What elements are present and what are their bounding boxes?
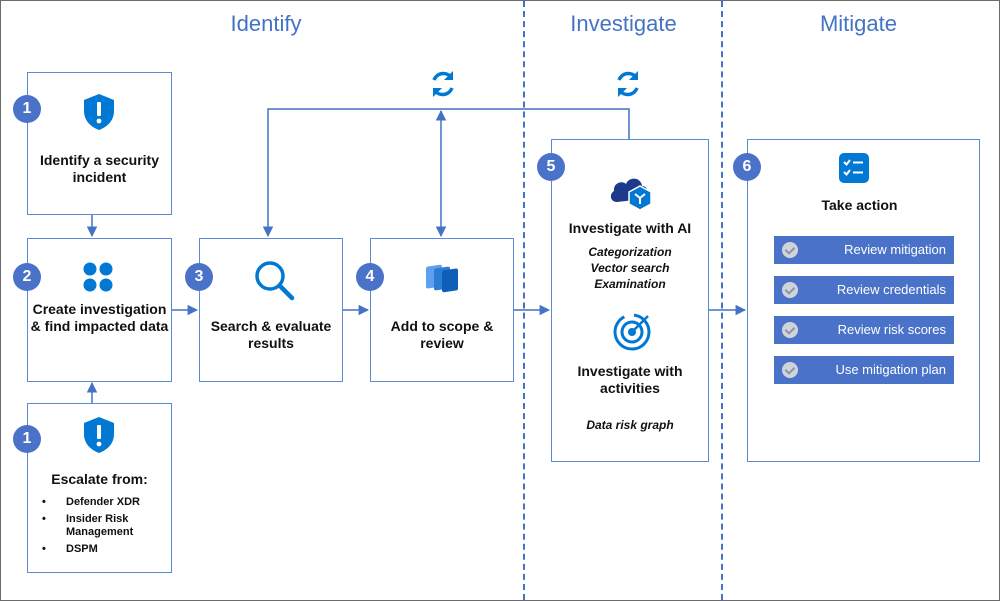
shield-alert-icon (84, 94, 114, 130)
step-scope-box: Add to scope & review (370, 238, 514, 382)
step-scope-title: Add to scope & review (390, 318, 494, 351)
escalation-source-item: Defender XDR (42, 496, 176, 509)
phase-investigate-label: Investigate (570, 11, 677, 36)
investigate-ai-item: Examination (594, 277, 666, 291)
target-icon (613, 313, 651, 351)
phase-identify-label: Identify (230, 11, 302, 36)
check-circle-icon (782, 322, 798, 338)
take-action-title: Take action (821, 197, 898, 213)
step-search-title: Search & evaluate results (210, 318, 332, 351)
step-1-escalate-badge: 1 (13, 425, 41, 453)
feedback-loop-line (262, 108, 630, 238)
step-5-badge: 5 (537, 153, 565, 181)
action-review-mitigation: Review mitigation (774, 236, 954, 264)
escalation-sources-list: Defender XDR Insider Risk Management DSP… (42, 496, 176, 560)
sync-icon (617, 71, 639, 97)
action-review-risk-scores: Review risk scores (774, 316, 954, 344)
step-search-box: Search & evaluate results (199, 238, 343, 382)
step-3-badge: 3 (185, 263, 213, 291)
phase-divider-investigate-mitigate (721, 1, 723, 600)
action-label: Use mitigation plan (835, 362, 946, 377)
sync-icon (432, 71, 454, 97)
action-review-credentials: Review credentials (774, 276, 954, 304)
action-label: Review mitigation (844, 242, 946, 257)
magnifier-icon (255, 261, 295, 301)
action-label: Review credentials (836, 282, 946, 297)
step-investigate-box: Investigate with AI Categorization Vecto… (551, 139, 709, 462)
step-4-badge: 4 (356, 263, 384, 291)
cloud-ai-icon (610, 178, 652, 210)
action-use-mitigation-plan: Use mitigation plan (774, 356, 954, 384)
checklist-icon (839, 153, 869, 183)
phase-divider-identify-investigate (523, 1, 525, 600)
step-identify-incident-box: Identify a security incident (27, 72, 172, 215)
step-take-action-box: Take action Review mitigation Review cre… (747, 139, 980, 462)
check-circle-icon (782, 362, 798, 378)
investigate-activities-item: Data risk graph (586, 418, 674, 432)
investigate-ai-title: Investigate with AI (568, 220, 692, 236)
shield-alert-icon (84, 417, 114, 453)
action-label: Review risk scores (837, 322, 946, 337)
investigate-ai-item: Vector search (590, 261, 670, 275)
app-grid-icon (83, 262, 113, 292)
step-1-badge: 1 (13, 95, 41, 123)
step-6-badge: 6 (733, 153, 761, 181)
step-identify-incident-title: Identify a security incident (39, 152, 160, 185)
check-circle-icon (782, 282, 798, 298)
step-escalate-title: Escalate from: (51, 471, 148, 487)
step-2-badge: 2 (13, 263, 41, 291)
check-circle-icon (782, 242, 798, 258)
step-create-investigation-title: Create investigation & find impacted dat… (30, 301, 169, 334)
escalation-source-item: Insider Risk Management (42, 513, 176, 539)
phase-mitigate-label: Mitigate (819, 11, 898, 36)
investigate-ai-item: Categorization (588, 245, 672, 259)
stacked-cards-icon (426, 264, 458, 293)
step-create-investigation-box: Create investigation & find impacted dat… (27, 238, 172, 382)
step-escalate-box: Escalate from: Defender XDR Insider Risk… (27, 403, 172, 573)
escalation-source-item: DSPM (42, 543, 176, 556)
investigate-activities-title: Investigate with activities (577, 363, 683, 396)
